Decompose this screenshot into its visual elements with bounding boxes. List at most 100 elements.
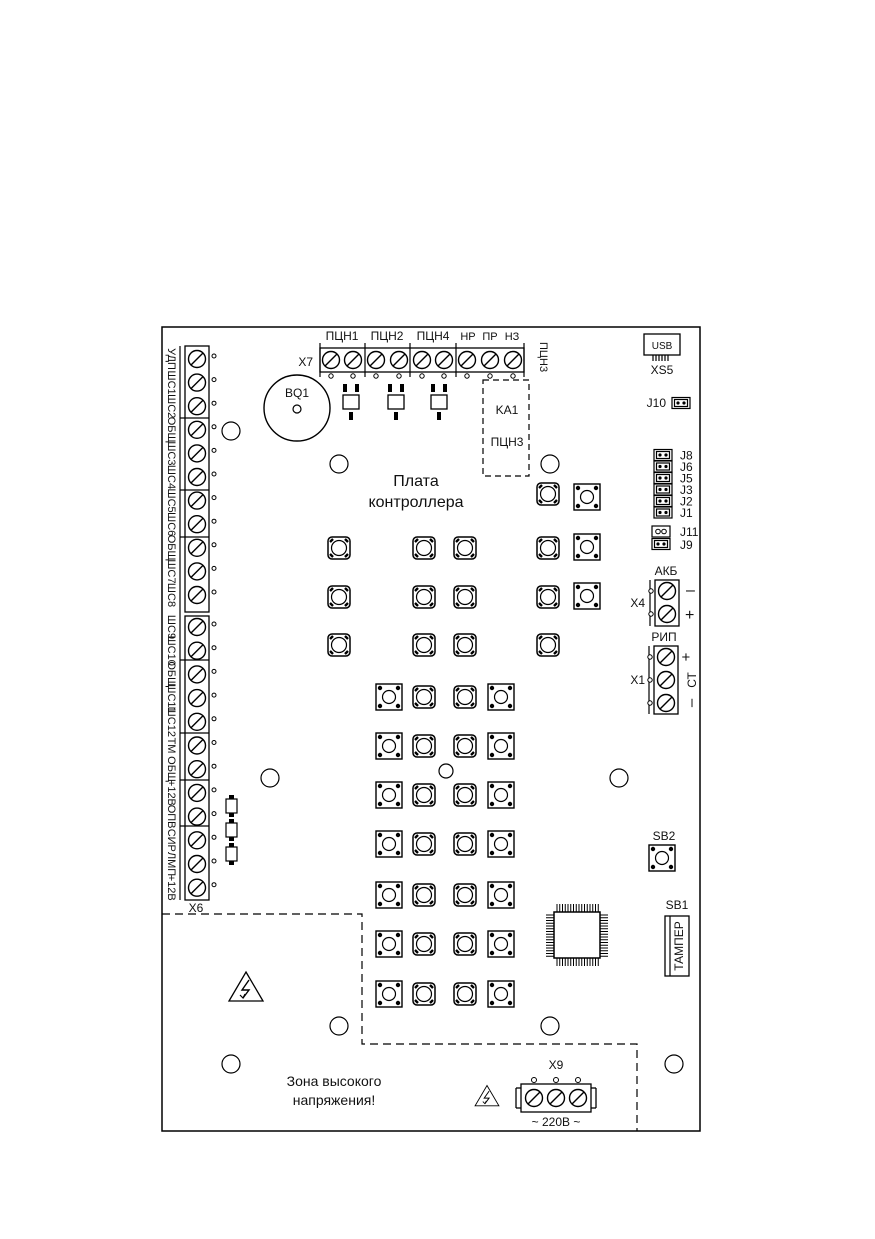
x6-terminal-screw [187,491,207,510]
jumper-j1[interactable] [653,506,673,519]
x6-pin-label: ШС2 [165,394,177,418]
led-indicator [535,481,561,507]
x7-label: X7 [298,355,313,369]
x6-pin-label: ОБЩ [165,756,177,782]
x6-terminal-screw [187,397,207,416]
x6-label: X6 [189,901,204,915]
x6-test-pad [211,377,217,383]
x7-group-4: ПЦН4 [417,329,450,343]
x6-pin-label: ШС5 [165,489,177,513]
x6-pin-label: ШС12 [165,707,177,737]
tamper-switch-sb1[interactable]: SB1 ТАМПЕР [664,898,690,977]
x9-label: X9 [549,1058,564,1072]
x6-terminal-screw [187,688,207,708]
keypad-button[interactable] [375,881,403,909]
tamper-label: ТАМПЕР [672,921,686,971]
x6-test-pad [211,787,217,793]
sb1-label: SB1 [666,898,689,912]
x6-terminal-screw [187,562,207,581]
button-sb2[interactable]: SB2 [648,829,676,872]
keypad-button[interactable] [573,582,601,610]
x7-group-2: ПЦН2 [371,329,404,343]
x1-plus: + [678,652,695,661]
jumper-j10[interactable]: J10 [647,396,691,410]
x6-terminal-screw [187,373,207,392]
keypad-button[interactable] [375,683,403,711]
led-array [326,481,561,1007]
relay-ka1: KA1 ПЦН3 [482,379,530,477]
jumper-j11[interactable]: J11 [651,525,699,539]
x6-terminal-screw [187,736,207,755]
jumper-j6[interactable] [653,460,673,473]
keypad-button[interactable] [375,732,403,760]
sb2-label: SB2 [653,829,676,843]
keypad-button[interactable] [375,980,403,1008]
x6-terminal-screw [187,641,207,660]
x6-pin-label: +12В [165,875,177,901]
x6-test-pad [211,858,217,864]
connector-x9: X9 ~ 220В ~ [515,1058,597,1129]
keypad-button[interactable] [487,781,515,809]
led-indicator [535,584,561,610]
jumper-j8[interactable] [653,448,673,462]
x6-pin-label: ОБЩ [165,417,177,443]
x6-terminal-screw [187,807,207,826]
connector-x4: АКБ X4 – + [630,564,695,627]
x6-terminal-screw [187,538,207,557]
jumper-j5[interactable] [653,471,673,485]
keypad-button[interactable] [375,830,403,858]
keypad-button[interactable] [573,483,601,511]
x6-pin-label: ШС3 [165,441,177,465]
x4-plus: + [685,607,694,624]
jumper-label: J1 [680,506,693,520]
connector-x7: X7 ПЦН1 ПЦН2 ПЦН4 НР ПР НЗ ПЦН3 [298,329,549,379]
keypad-button[interactable] [487,930,515,958]
relay-sublabel: ПЦН3 [491,435,524,449]
keypad-button[interactable] [487,980,515,1008]
x6-terminal-screw [187,854,207,874]
jumper-j2[interactable] [653,494,673,508]
x4-minus: – [686,582,695,599]
x6-test-pad [211,740,217,745]
x6-terminal-screw [187,878,207,897]
x6-pin-label: ШС6 [165,512,177,536]
x6-pin-label: ОПВ [165,805,177,829]
keypad-button[interactable] [487,732,515,760]
keypad-button[interactable] [487,881,515,909]
board-title-line2: контроллера [368,494,463,511]
usb-connector-xs5[interactable]: USB XS5 [643,333,681,377]
j9-label: J9 [680,538,693,552]
keypad-button[interactable] [375,781,403,809]
led-indicator [452,535,478,561]
jumper-j3[interactable] [653,483,673,496]
x6-pin-label: УДП [165,348,177,370]
x6-pin-label: ЛМП [165,852,177,876]
keypad-button[interactable] [487,830,515,858]
x6-terminal-screw [187,349,207,369]
x6-test-pad [211,353,217,359]
x6-test-pad [211,882,217,888]
keypad-button[interactable] [487,683,515,711]
keypad-button[interactable] [573,533,601,561]
jumper-label: J3 [680,483,693,497]
x6-test-pad [211,692,217,698]
led-indicator [452,584,478,610]
led-indicator [326,535,352,561]
x6-terminal-screw [187,665,207,684]
jumper-label: J5 [680,472,693,486]
x6-terminal-screw [187,617,207,637]
keypad-button[interactable] [375,930,403,958]
buzzer-label: BQ1 [285,386,309,400]
led-indicator [452,782,478,808]
x6-pin-label: ТМ [165,738,177,754]
x6-pin-label: ШС1 [165,371,177,395]
relay-driver-pins [343,384,447,420]
x6-test-pad [211,668,217,674]
led-indicator [411,782,437,808]
x6-test-pad [211,763,217,769]
led-indicator [411,831,437,857]
jumper-j9[interactable]: J9 [651,537,693,552]
x6-pin-label: ОБЩ [165,661,177,687]
led-indicator [452,882,478,908]
